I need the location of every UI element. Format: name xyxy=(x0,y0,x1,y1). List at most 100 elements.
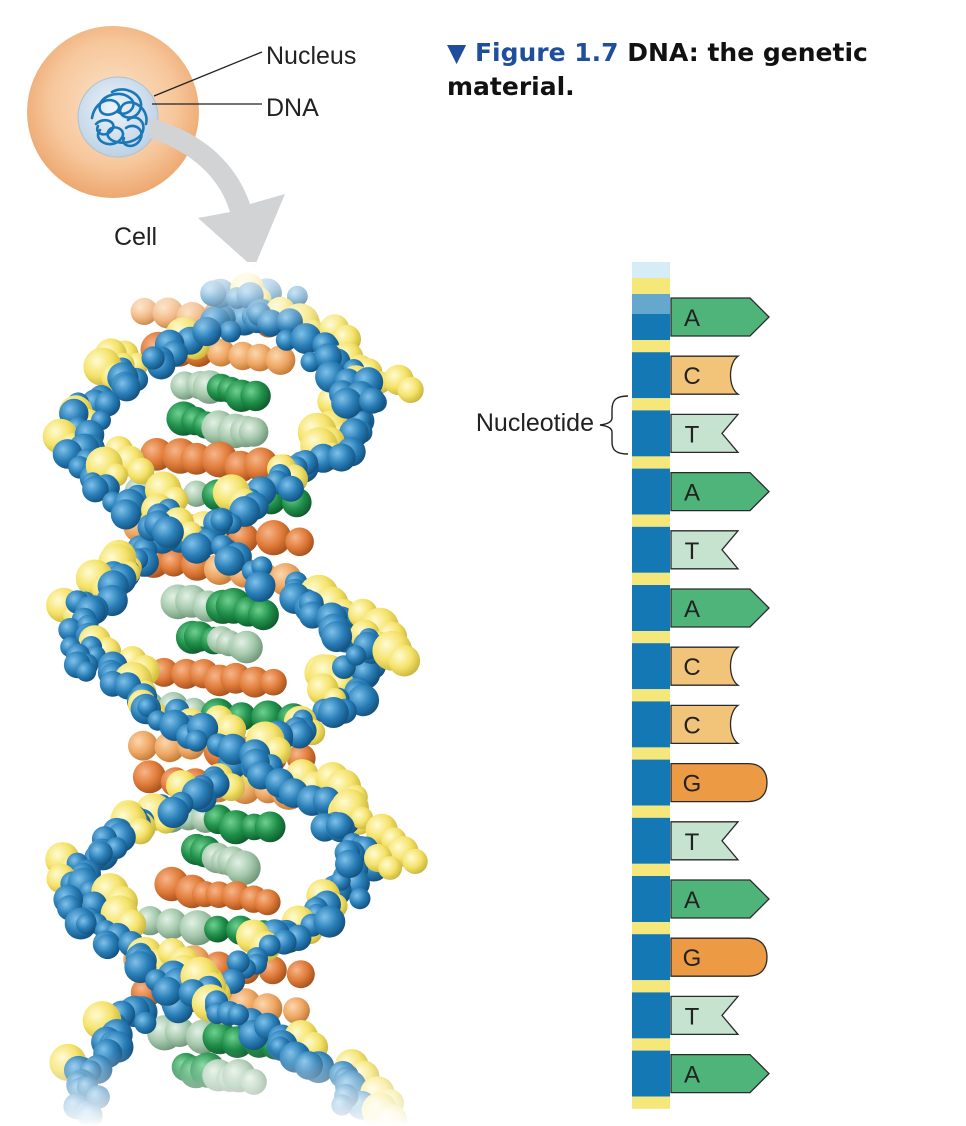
base-atom xyxy=(204,915,231,943)
base-atom xyxy=(285,527,314,557)
backbone-atom xyxy=(157,796,189,829)
base-atom xyxy=(260,668,287,696)
phosphate-segment xyxy=(632,352,670,399)
base-T-shape xyxy=(670,530,740,570)
base-A-item: A xyxy=(670,588,770,628)
base-atom xyxy=(179,910,215,946)
base-atom xyxy=(240,380,271,412)
base-letter: C xyxy=(683,654,700,681)
nucleotide-label: Nucleotide xyxy=(476,409,594,437)
sugar-segment xyxy=(632,340,670,353)
base-atom xyxy=(286,960,315,989)
base-atom xyxy=(207,338,235,367)
phosphate-segment xyxy=(632,759,670,806)
oxygen-atom xyxy=(127,457,155,485)
base-atom xyxy=(238,417,269,447)
nucleus-leader-line xyxy=(153,51,263,97)
base-T-shape xyxy=(670,995,740,1036)
base-letter: A xyxy=(684,305,700,332)
sugar-segment xyxy=(632,514,670,527)
backbone-atom xyxy=(327,443,356,472)
base-atom xyxy=(230,630,263,664)
backbone-atom xyxy=(335,849,364,879)
backbone-atom xyxy=(326,812,353,839)
phosphate-segment xyxy=(632,643,670,690)
backbone-atom xyxy=(317,697,349,728)
base-atom xyxy=(132,760,166,794)
phosphate-segment xyxy=(632,701,670,748)
base-atom xyxy=(225,850,261,886)
base-letter: C xyxy=(683,363,700,390)
backbone-atom xyxy=(152,976,182,1006)
backbone-atom xyxy=(112,373,141,402)
backbone-atom xyxy=(141,346,165,370)
oxygen-atom xyxy=(388,644,421,677)
nucleus-label: Nucleus xyxy=(266,42,356,70)
base-letter: C xyxy=(683,712,700,739)
backbone-atom xyxy=(313,905,346,938)
base-A-shape xyxy=(670,879,770,919)
backbone-atom xyxy=(110,499,141,530)
base-C-shape xyxy=(670,646,741,686)
backbone-strip xyxy=(632,262,670,1109)
sugar-segment xyxy=(632,398,670,411)
base-C-shape xyxy=(670,704,741,745)
base-T-item: T xyxy=(670,530,740,570)
backbone-atom xyxy=(152,516,184,548)
backbone-atom xyxy=(251,556,273,577)
sugar-segment xyxy=(632,456,670,469)
phosphate-segment xyxy=(632,585,670,631)
base-T-shape xyxy=(670,821,740,861)
sugar-segment xyxy=(632,1096,670,1109)
backbone-atom xyxy=(359,387,386,414)
cell-label: Cell xyxy=(114,223,157,251)
nucleotide-brace xyxy=(599,395,629,455)
base-atom xyxy=(254,889,281,916)
sugar-segment xyxy=(632,922,670,935)
base-atom xyxy=(247,599,279,631)
base-atom xyxy=(255,520,292,556)
backbone-atom xyxy=(75,661,97,682)
phosphate-segment xyxy=(632,934,670,981)
base-A-item: A xyxy=(670,297,770,337)
backbone-atom xyxy=(214,545,245,576)
sugar-segment xyxy=(632,572,670,585)
dna-squiggle-icon xyxy=(90,88,148,148)
base-letter: A xyxy=(684,887,700,914)
backbone-atom xyxy=(226,950,250,974)
phosphate-segment xyxy=(632,1050,670,1097)
phosphate-segment xyxy=(632,410,670,457)
base-C-shape xyxy=(670,355,741,395)
phosphate-segment xyxy=(632,817,670,864)
base-atom xyxy=(254,811,286,843)
base-C-item: C xyxy=(670,646,741,686)
backbone-atom xyxy=(95,934,120,960)
base-letter: T xyxy=(685,538,700,565)
base-C-item: C xyxy=(670,355,741,395)
backbone-cap-top xyxy=(632,262,670,278)
sugar-segment xyxy=(632,980,670,993)
sugar-segment xyxy=(632,747,670,760)
oxygen-atom xyxy=(378,856,402,880)
base-atom xyxy=(239,666,271,698)
base-atom xyxy=(159,548,188,577)
backbone-atom xyxy=(88,841,113,866)
base-letter: T xyxy=(685,829,700,856)
base-letter: G xyxy=(683,945,702,972)
figure-caption: ▼ Figure 1.7 DNA: the genetic material. xyxy=(447,36,907,104)
base-A-item: A xyxy=(670,879,770,919)
backbone-atom xyxy=(82,475,109,503)
base-A-shape xyxy=(670,588,770,628)
base-letter: A xyxy=(684,596,700,623)
base-atom xyxy=(156,908,188,940)
base-letter: A xyxy=(684,1062,700,1089)
helix-top-fade xyxy=(30,262,410,332)
sugar-segment xyxy=(632,805,670,818)
figure-number: Figure 1.7 xyxy=(474,38,619,67)
base-A-shape xyxy=(670,297,770,337)
base-atom xyxy=(265,345,296,375)
base-atom xyxy=(283,997,310,1024)
base-letter: T xyxy=(685,1003,700,1030)
